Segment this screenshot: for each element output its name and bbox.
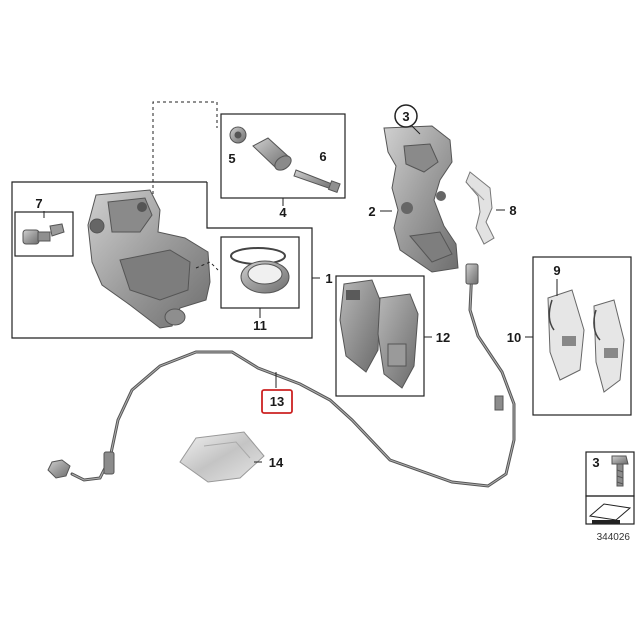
pad-spring-clip-right[interactable] xyxy=(593,299,625,393)
pad-spring-group: 9 10 xyxy=(507,256,632,416)
label-7: 7 xyxy=(35,196,42,211)
callout-3: 3 xyxy=(394,104,421,135)
brake-wear-sensor[interactable] xyxy=(47,263,516,488)
fastener-legend: 3 xyxy=(585,451,635,525)
label-5: 5 xyxy=(228,151,235,166)
label-9: 9 xyxy=(553,263,560,278)
label-3: 3 xyxy=(402,109,409,124)
label-4: 4 xyxy=(279,205,287,220)
diagram-reference: 344026 xyxy=(597,532,631,543)
caliper-group xyxy=(11,101,313,339)
anti-rattle-spring[interactable] xyxy=(465,171,495,245)
label-14: 14 xyxy=(269,455,284,470)
caliper-carrier[interactable] xyxy=(383,125,459,273)
bolt-icon xyxy=(611,455,629,487)
label-12: 12 xyxy=(436,330,450,345)
label-6: 6 xyxy=(319,149,326,164)
guide-sleeve[interactable] xyxy=(252,137,294,173)
guide-pin-group: 5 6 4 xyxy=(220,113,346,220)
bleeder-group: 7 xyxy=(14,196,74,257)
dashed-link-caliper-to-pins xyxy=(152,101,218,212)
brake-pad-inner[interactable] xyxy=(339,279,381,373)
callout-13: 13 xyxy=(261,372,293,414)
pad-spring-group-frame xyxy=(532,256,632,416)
legend-part-label: 3 xyxy=(592,455,599,470)
pad-spring-clip-left[interactable] xyxy=(547,289,585,381)
guide-pin-bolt[interactable] xyxy=(293,169,341,194)
label-13: 13 xyxy=(270,394,284,409)
guide-bushing[interactable] xyxy=(229,126,247,144)
brake-pad-group: 12 xyxy=(335,275,450,397)
brake-caliper[interactable] xyxy=(87,189,211,329)
brake-pad-outer[interactable] xyxy=(377,293,419,389)
label-11: 11 xyxy=(253,318,267,333)
bleeder-valve[interactable] xyxy=(22,223,65,245)
label-2: 2 xyxy=(368,204,375,219)
brake-grease-packet[interactable] xyxy=(179,431,265,483)
caliper-group-frame xyxy=(11,181,313,339)
label-1: 1 xyxy=(325,271,332,286)
brake-pad-group-frame xyxy=(335,275,425,397)
label-8: 8 xyxy=(509,203,516,218)
piston-seal[interactable] xyxy=(230,247,290,294)
seal-kit-group: 11 xyxy=(220,236,300,333)
label-10: 10 xyxy=(507,330,521,345)
arrow-plate-icon xyxy=(588,503,632,524)
